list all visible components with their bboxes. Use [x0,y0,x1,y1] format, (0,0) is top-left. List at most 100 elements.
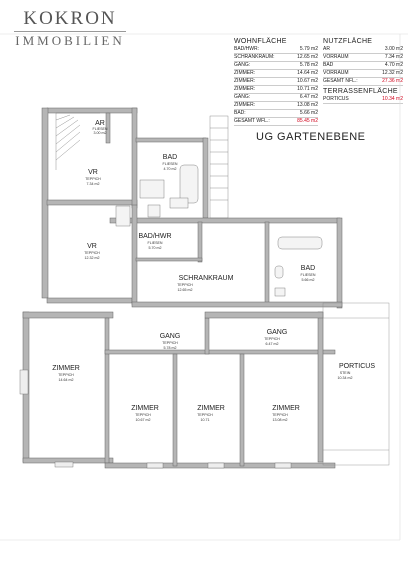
nutzflaeche-row: BAD 4.70 m2 [323,62,403,70]
wohnflaeche-row: GANG: 5.78 m2 [234,62,318,70]
windows [19,369,292,469]
svg-text:TEPPICH: TEPPICH [264,337,280,341]
plan-title: UG GARTENEBENE [256,131,366,143]
nutzflaeche-row: VORRAUM 7.34 m2 [323,54,403,62]
nutzflaeche-row-name: AR [323,46,330,52]
room-zimmer-4: ZIMMER [272,405,300,412]
wohnflaeche-rows: BAD/HWR: 5.79 m2 SCHRANKRAUM: 12.65 m2 GANG:… [234,46,318,118]
room-bad-1: BAD [163,154,177,161]
wohnflaeche-row: GANG: 6.47 m2 [234,94,318,102]
svg-text:10.34 m2: 10.34 m2 [338,376,353,380]
wohnflaeche-row-value: 5.78 m2 [299,62,318,68]
wohnflaeche-row-value: 12.65 m2 [297,54,318,60]
svg-text:FLIESEN: FLIESEN [301,273,316,277]
room-bad-hwr: BAD/HWR [138,233,171,240]
fixtures [115,164,323,297]
porticus-area [322,302,390,466]
terrassen-row: PORTICUS 10.34 m2 [323,96,403,104]
room-labels: AR FLIESEN 3.00 m2 VR TEPPICH 7.34 m2 BA… [52,120,375,422]
wohnflaeche-row-name: BAD/HWR: [234,46,259,52]
wohnflaeche-row-name: GANG: [234,94,251,100]
logo-wordmark-bottom: IMMOBILIEN [15,33,125,48]
wohnflaeche-row-name: ZIMMER: [234,78,256,84]
svg-text:7.34 m2: 7.34 m2 [87,182,100,186]
room-vr-2: VR [87,243,97,250]
room-gang-2: GANG [267,329,288,336]
wohnflaeche-row-value: 5.79 m2 [299,46,318,52]
wohnflaeche-row-name: ZIMMER: [234,102,256,108]
nutzflaeche-row-value: 12.32 m2 [382,70,403,76]
wohnflaeche-row-name: BAD: [234,110,246,116]
logo-wordmark-top: KOKRON [23,8,117,29]
svg-text:TEPPICH: TEPPICH [272,413,288,417]
room-zimmer-1: ZIMMER [52,365,80,372]
nutzflaeche-table: NUTZFLÄCHE AR 3.00 m2 VORRAUM 7.34 m2 BAD 4.7… [323,37,403,104]
wohnflaeche-row: ZIMMER: 13.08 m2 [234,102,318,110]
nutzflaeche-row-value: 7.34 m2 [384,54,403,60]
terrassen-header: TERRASSENFLÄCHE [323,88,398,95]
wohnflaeche-row: ZIMMER: 14.64 m2 [234,70,318,78]
room-porticus: PORTICUS [339,363,375,370]
svg-text:FLIESEN: FLIESEN [163,162,178,166]
staircase [55,112,229,219]
wohnflaeche-row: BAD/HWR: 5.79 m2 [234,46,318,54]
svg-text:10.71: 10.71 [201,418,210,422]
nutzflaeche-row: AR 3.00 m2 [323,46,403,54]
wohnflaeche-row-value: 6.47 m2 [299,94,318,100]
wohnflaeche-row-value: 14.64 m2 [297,70,318,76]
svg-text:TEPPICH: TEPPICH [85,177,101,181]
svg-text:5.66 m2: 5.66 m2 [302,278,315,282]
room-bad-2: BAD [301,265,315,272]
room-zimmer-2: ZIMMER [131,405,159,412]
wohnflaeche-row-name: GANG: [234,62,251,68]
svg-text:FLIESEN: FLIESEN [148,241,163,245]
wohnflaeche-row-value: 10.71 m2 [297,86,318,92]
wohnflaeche-row: SCHRANKRAUM: 12.65 m2 [234,54,318,62]
svg-text:TEPPICH: TEPPICH [177,283,193,287]
svg-text:TEPPICH: TEPPICH [197,413,213,417]
svg-text:5.70 m2: 5.70 m2 [149,246,162,250]
svg-text:4.70 m2: 4.70 m2 [164,167,177,171]
nutzflaeche-row-value: 3.00 m2 [384,46,403,52]
nutzflaeche-row-name: BAD [323,62,334,68]
wohnflaeche-total: GESAMT WFL.: 85.45 m2 [234,118,318,126]
wohnflaeche-row-name: ZIMMER: [234,86,256,92]
room-zimmer-3: ZIMMER [197,405,225,412]
nutzflaeche-row: VORRAUM 12.32 m2 [323,70,403,78]
svg-text:TEPPICH: TEPPICH [162,341,178,345]
svg-text:3.00 m2: 3.00 m2 [94,131,107,135]
logo-divider [14,31,126,32]
svg-text:12.32 m2: 12.32 m2 [85,256,100,260]
logo: KOKRON IMMOBILIEN [14,8,126,49]
svg-text:STEIN: STEIN [340,371,351,375]
svg-text:TEPPICH: TEPPICH [84,251,100,255]
svg-text:6.47 m2: 6.47 m2 [266,342,279,346]
room-gang-1: GANG [160,333,181,340]
svg-text:14.64 m2: 14.64 m2 [59,378,74,382]
svg-text:5.78 m2: 5.78 m2 [164,346,177,350]
nutzflaeche-row-name: VORRAUM [323,54,349,60]
svg-text:10.67 m2: 10.67 m2 [136,418,151,422]
wohnflaeche-row-value: 10.67 m2 [297,78,318,84]
wohnflaeche-header: WOHNFLÄCHE [234,38,287,45]
wohnflaeche-row-name: SCHRANKRAUM: [234,54,275,60]
room-ar: AR [95,120,105,127]
svg-text:12.65 m2: 12.65 m2 [178,288,193,292]
wohnflaeche-row-value: 5.66 m2 [299,110,318,116]
room-vr-1: VR [88,169,98,176]
svg-text:FLIESEN: FLIESEN [93,127,108,131]
wohnflaeche-row-value: 13.08 m2 [297,102,318,108]
svg-text:TEPPICH: TEPPICH [135,413,151,417]
wohnflaeche-row-name: ZIMMER: [234,70,256,76]
wohnflaeche-row: BAD: 5.66 m2 [234,110,318,118]
wohnflaeche-row: ZIMMER: 10.67 m2 [234,78,318,86]
nutzflaeche-row-value: 4.70 m2 [384,62,403,68]
room-schrankraum: SCHRANKRAUM [179,275,234,282]
svg-text:TEPPICH: TEPPICH [58,373,74,377]
nutzflaeche-row-name: VORRAUM [323,70,349,76]
svg-text:13.08 m2: 13.08 m2 [273,418,288,422]
wohnflaeche-row: ZIMMER: 10.71 m2 [234,86,318,94]
nutzflaeche-header: NUTZFLÄCHE [323,38,373,45]
